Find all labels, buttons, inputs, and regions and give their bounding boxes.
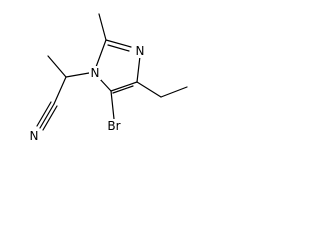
bond-c4-c5 [110, 81, 138, 92]
bond-c4-c5-double [112, 85, 134, 94]
n-nitrile-label-bg [28, 129, 40, 143]
n-ring-2-label-bg [134, 44, 146, 58]
bond-c2-methyl [98, 13, 107, 41]
n-ring-label: N [91, 66, 100, 80]
bond-nitrile-3 [42, 105, 58, 131]
bond-n1-c2 [95, 39, 107, 68]
n-ring-2-label: N [136, 44, 145, 58]
bond-c4-ethyl1 [136, 81, 162, 98]
br-label: Br [107, 119, 120, 133]
bond-ch-methyl [47, 55, 67, 78]
bond-ethyl1-ethyl2 [160, 86, 188, 98]
molecule-diagram: N N Br N [28, 13, 188, 143]
bond-n3-c4 [136, 55, 141, 83]
bond-c5-br [110, 90, 115, 120]
n-nitrile-label: N [30, 129, 39, 143]
bond-nitrile-1 [39, 103, 55, 129]
bond-c2-n3-double [107, 44, 130, 52]
bond-c5-n1 [98, 77, 112, 92]
bond-n1-ch [65, 72, 90, 78]
bond-nitrile-2 [36, 101, 52, 127]
bond-c2-n3 [105, 39, 132, 48]
br-label-bg [104, 119, 124, 133]
n-ring-label-bg [89, 66, 101, 80]
structure-canvas: N N Br N [0, 0, 221, 151]
bond-ch-cn [53, 76, 67, 105]
